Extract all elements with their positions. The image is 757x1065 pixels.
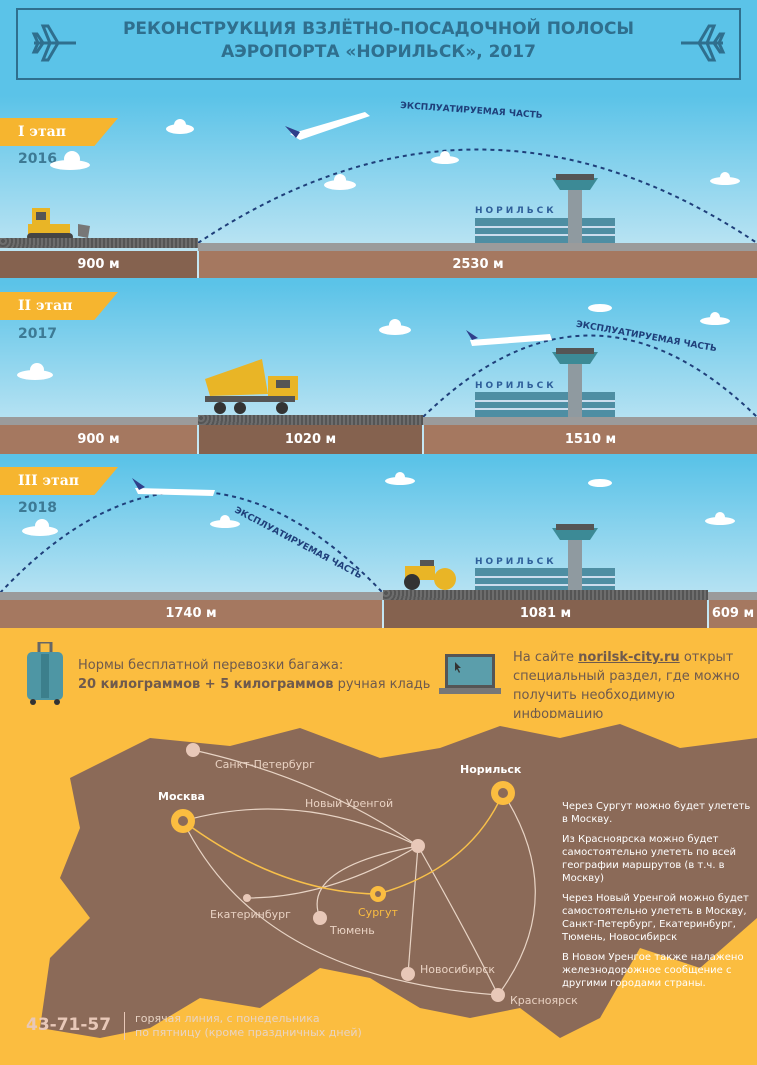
- bulldozer-icon: [27, 208, 90, 241]
- baggage-line-1: Нормы бесплатной перевозки багажа:: [78, 658, 344, 673]
- airplane-icon: [31, 24, 76, 62]
- note-railway: В Новом Уренгое также налажено железнодо…: [562, 952, 744, 989]
- city-moscow: Москва: [158, 790, 205, 803]
- operating-arc: [422, 334, 757, 418]
- city-tyumen: Тюмень: [330, 924, 375, 937]
- segment-length: 900 м: [0, 425, 197, 454]
- route-notes: Через Сургут можно будет улететь в Москв…: [562, 800, 757, 990]
- title-line-1: РЕКОНСТРУКЦИЯ ВЗЛЁТНО-ПОСАДОЧНОЙ ПОЛОСЫ: [122, 19, 635, 39]
- city-spb: Санкт-Петербург: [215, 758, 315, 771]
- segment-length: 2530 м: [199, 251, 757, 278]
- stage-2: II этап 2017 НОРИЛЬСК ЭКСПЛУАТИРУЕМАЯ ЧА…: [0, 284, 757, 454]
- route-map: Москва Норильск Санкт-Петербург Новый Ур…: [0, 718, 757, 1065]
- stage-scene: [0, 472, 735, 594]
- russia-map: [40, 724, 757, 1038]
- note-krasnoyarsk: Из Красноярска можно будет самостоятельн…: [562, 834, 737, 884]
- segment-length: 900 м: [0, 251, 197, 278]
- hotline-number: 43-71-57: [26, 1015, 112, 1035]
- hotline-line-2: по пятницу (кроме праздничных дней): [135, 1026, 362, 1039]
- airplane-icon: [466, 330, 552, 346]
- land-shape: [40, 724, 757, 1038]
- routes: [182, 749, 536, 996]
- terminal-sign: НОРИЛЬСК: [475, 206, 557, 216]
- segment-length: 1081 м: [384, 600, 707, 628]
- site-line-2: специальный раздел, где можно: [513, 669, 740, 684]
- suitcase-icon: [27, 642, 63, 705]
- site-link[interactable]: norilsk-city.ru: [578, 650, 680, 665]
- terminal-icon: [475, 348, 615, 418]
- laptop-icon: [439, 654, 501, 694]
- page-title: РЕКОНСТРУКЦИЯ ВЗЛЁТНО-ПОСАДОЧНОЙ ПОЛОСЫ …: [0, 18, 757, 64]
- terminal-sign: НОРИЛЬСК: [475, 557, 557, 567]
- segment-length: 1510 м: [424, 425, 757, 454]
- city-markers: [171, 743, 515, 1002]
- hotline-line-1: горячая линия, с понедельника: [135, 1012, 320, 1025]
- cloud-icon: [22, 472, 735, 536]
- stage-1: I этап 2016 НОРИЛЬСК ЭКСПЛУАТИРУЕМАЯ ЧАС…: [0, 96, 757, 278]
- baggage-hand-luggage: ручная кладь: [333, 677, 431, 692]
- airplane-icon: [681, 24, 726, 62]
- stage-3: III этап 2018 НОРИЛЬСК ЭКСПЛУАТИРУЕМАЯ Ч…: [0, 460, 757, 628]
- stage-year: 2017: [18, 326, 57, 342]
- city-novy-urengoy: Новый Уренгой: [305, 797, 394, 810]
- segment-length: 609 м: [709, 600, 757, 628]
- terminal-icon: [475, 174, 615, 244]
- terminal-icon: [475, 524, 615, 594]
- site-text: На сайте: [513, 650, 579, 665]
- dump-truck-icon: [205, 359, 298, 414]
- site-info: На сайте norilsk-city.ru открыт специаль…: [513, 648, 757, 724]
- stage-year: 2016: [18, 151, 57, 167]
- stage-scene: [27, 112, 757, 244]
- hotline-info: горячая линия, с понедельника по пятницу…: [124, 1012, 362, 1040]
- stage-label: I этап: [0, 118, 118, 146]
- site-text: открыт: [679, 650, 734, 665]
- airplane-icon: [285, 112, 370, 140]
- city-novosibirsk: Новосибирск: [420, 963, 496, 976]
- note-surgut: Через Сургут можно будет улететь в Москв…: [562, 801, 751, 825]
- segment-length: 1740 м: [0, 600, 382, 628]
- city-norilsk: Норильск: [460, 763, 522, 776]
- airplane-icon: [132, 478, 215, 496]
- cloud-icon: [17, 304, 730, 380]
- baggage-info: Нормы бесплатной перевозки багажа: 20 ки…: [78, 656, 430, 694]
- stage-scene: [17, 304, 757, 418]
- segment-length: 1020 м: [199, 425, 422, 454]
- note-novy-urengoy: Через Новый Уренгой можно будет самостоя…: [562, 893, 749, 943]
- surgut-routes: [182, 792, 504, 895]
- stage-year: 2018: [18, 500, 57, 516]
- baggage-allowance: 20 килограммов + 5 килограммов: [78, 677, 334, 692]
- city-surgut: Сургут: [358, 906, 398, 919]
- terminal-sign: НОРИЛЬСК: [475, 381, 557, 391]
- title-frame: [16, 8, 741, 80]
- header: РЕКОНСТРУКЦИЯ ВЗЛЁТНО-ПОСАДОЧНОЙ ПОЛОСЫ …: [0, 0, 757, 96]
- info-bar: Нормы бесплатной перевозки багажа: 20 ки…: [0, 628, 757, 722]
- operating-arc: [0, 490, 384, 594]
- cloud-icon: [50, 119, 740, 190]
- title-line-2: АЭРОПОРТА «НОРИЛЬСК», 2017: [221, 42, 536, 62]
- operating-arc: [197, 148, 757, 244]
- city-ekaterinburg: Екатеринбург: [210, 908, 291, 921]
- road-roller-icon: [404, 560, 456, 590]
- city-krasnoyarsk: Красноярск: [510, 994, 578, 1007]
